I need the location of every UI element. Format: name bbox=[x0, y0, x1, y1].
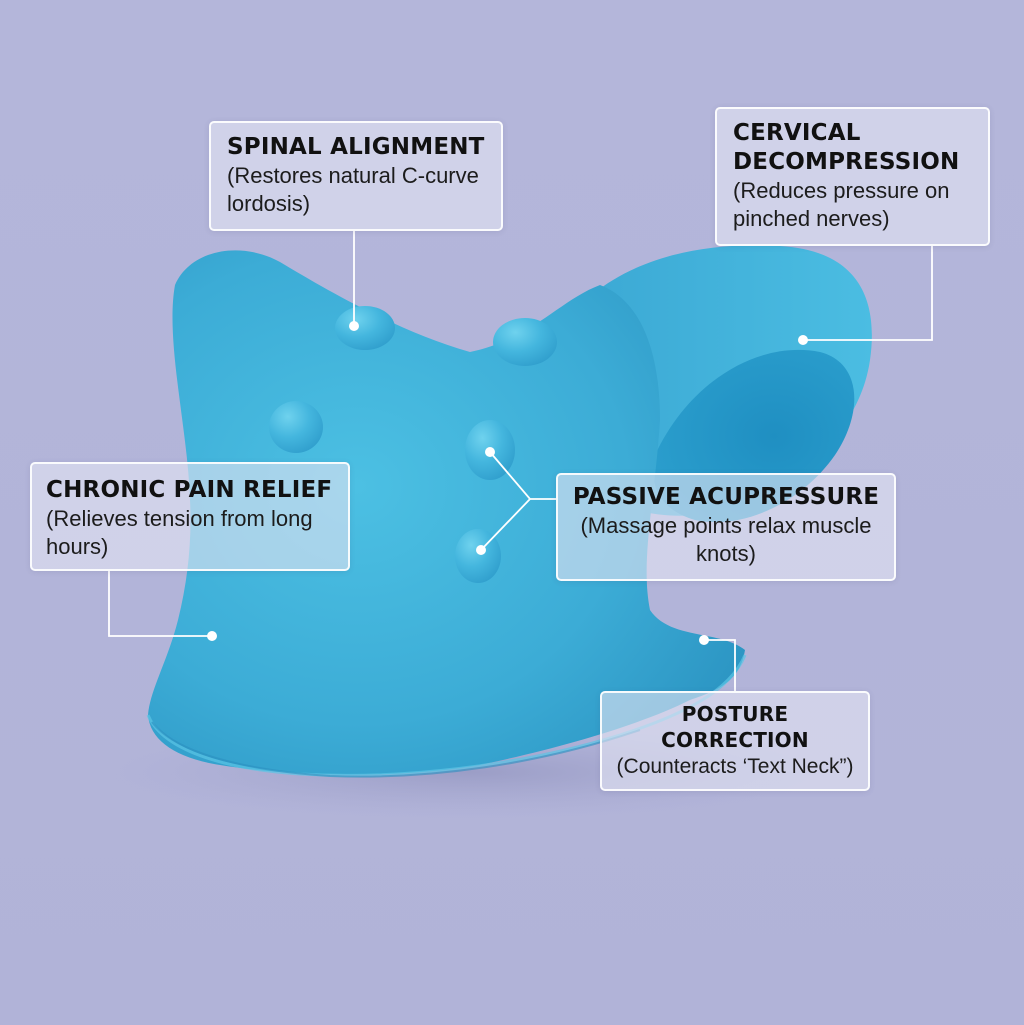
leader-dot-cervical bbox=[798, 335, 808, 345]
callout-chronic-pain-relief: CHRONIC PAIN RELIEF (Relieves tension fr… bbox=[30, 462, 350, 571]
callout-title: SPINAL ALIGNMENT bbox=[227, 134, 485, 160]
callout-cervical-decompression: CERVICAL DECOMPRESSION (Reduces pressure… bbox=[715, 107, 990, 246]
callout-title: CHRONIC PAIN RELIEF bbox=[46, 477, 333, 503]
neck-pillow bbox=[146, 245, 872, 778]
callout-description: (Reduces pressure on pinched nerves) bbox=[733, 178, 950, 231]
leader-dot-chronic bbox=[207, 631, 217, 641]
callout-description: (Restores natural C-curve lordosis) bbox=[227, 163, 479, 216]
callout-title: POSTURE CORRECTION bbox=[661, 702, 809, 752]
leader-dot-posture bbox=[699, 635, 709, 645]
leader-lines bbox=[108, 231, 933, 691]
callout-description: (Counteracts ‘Text Neck”) bbox=[616, 755, 854, 778]
callout-title: CERVICAL DECOMPRESSION bbox=[733, 120, 960, 175]
callout-passive-acupressure: PASSIVE ACUPRESSURE (Massage points rela… bbox=[556, 473, 896, 581]
callout-description: (Relieves tension from long hours) bbox=[46, 506, 313, 559]
leader-line-passive-b bbox=[480, 498, 531, 551]
leader-line-chronic bbox=[108, 571, 212, 637]
callout-description: (Massage points relax muscle knots) bbox=[580, 513, 872, 566]
leader-dot-passive-a bbox=[485, 447, 495, 457]
leader-dot-spinal bbox=[349, 321, 359, 331]
callout-posture-correction: POSTURE CORRECTION (Counteracts ‘Text Ne… bbox=[600, 691, 870, 791]
leader-line-posture bbox=[704, 639, 736, 691]
callout-title: PASSIVE ACUPRESSURE bbox=[572, 484, 880, 510]
callout-spinal-alignment: SPINAL ALIGNMENT (Restores natural C-cur… bbox=[209, 121, 503, 231]
leader-line-cervical bbox=[803, 246, 933, 341]
leader-dot-passive-b bbox=[476, 545, 486, 555]
leader-dots bbox=[207, 321, 808, 645]
